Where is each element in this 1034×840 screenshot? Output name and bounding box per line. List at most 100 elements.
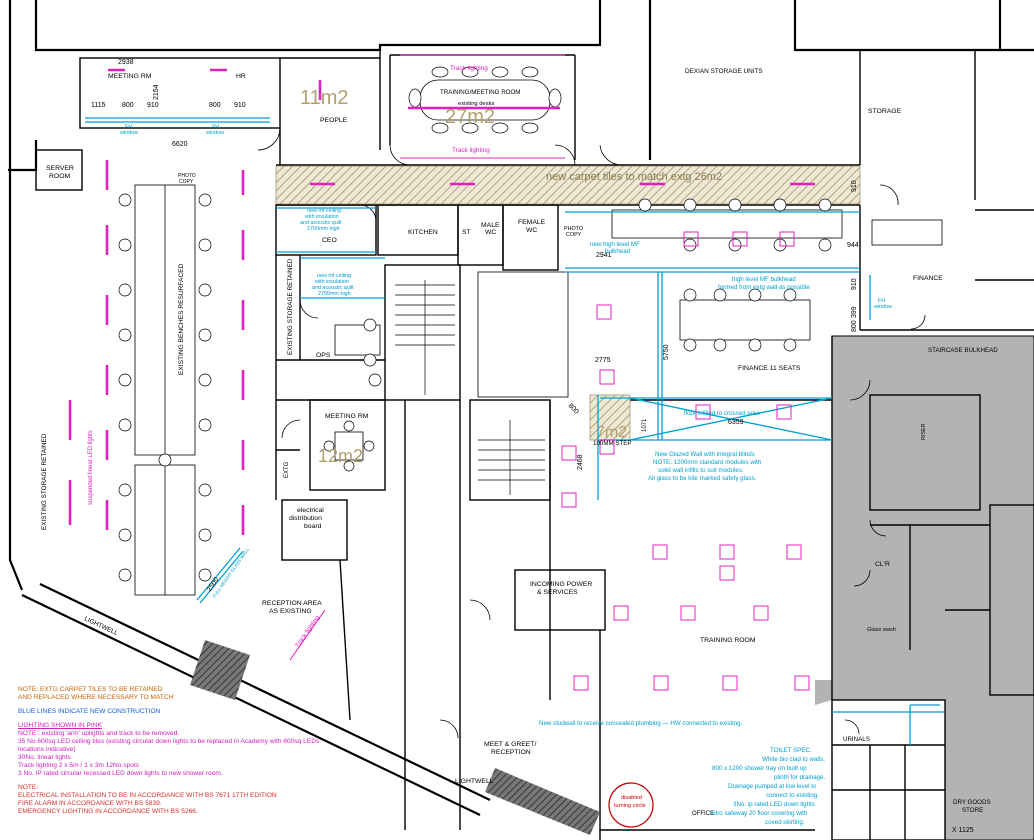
label-finance: FINANCE xyxy=(913,275,943,282)
dim-6359: 6359 xyxy=(728,419,744,426)
track-lighting-1: Track lighting xyxy=(450,65,488,72)
label-incoming-power-2: & SERVICES xyxy=(537,589,578,596)
note-lighting-6: 3 No. IP rated circular recessed LED dow… xyxy=(18,770,223,777)
label-people: PEOPLE xyxy=(320,117,348,124)
glazed-wall-1: New Glazed Wall with integral blinds xyxy=(655,451,755,458)
stairs xyxy=(395,280,545,495)
label-disabled-1: disabled xyxy=(621,795,642,801)
note-electrical-1: ELECTRICAL INSTALLATION TO BE IN ACCORDA… xyxy=(18,792,277,799)
shaded-existing-area xyxy=(815,335,1034,840)
toilet-spec-3: plinth for drainage. xyxy=(774,774,826,781)
track-lighting-2: Track lighting xyxy=(452,147,490,154)
label-ops: OPS xyxy=(316,352,331,359)
fh-window-3b: window xyxy=(873,304,892,310)
track-lighting-3: Track lighting xyxy=(294,614,322,649)
note-lighting-5: Track lighting 2 x 5m / 1 x 3m 12No spot… xyxy=(18,762,140,769)
label-glass-wash: Glass wash xyxy=(867,627,896,633)
fh-window-1: FH xyxy=(125,124,132,130)
label-photo-copy-left-1: PHOTO xyxy=(178,173,196,179)
label-riser: RISER xyxy=(921,423,927,440)
room-labels: MEETING RM HR PEOPLE TRAINING/MEETING RO… xyxy=(41,68,998,817)
dim-5750: 5750 xyxy=(663,344,670,360)
area-27m2: 27m2 xyxy=(445,106,495,128)
glazed-wall-2: NOTE: 1200mm standard modules with xyxy=(653,459,762,466)
label-training-meeting-room: TRAINING/MEETING ROOM xyxy=(440,89,520,96)
fh-window-1b: window xyxy=(119,130,138,136)
toilet-spec-7: Altro safeway 20 floor covering with xyxy=(710,810,808,817)
dim-944: 944 xyxy=(847,242,859,249)
dim-2468: 2468 xyxy=(577,454,584,470)
dim-2154: 2154 xyxy=(153,84,160,100)
label-existing-benches: EXISTING BENCHES RESURFACED xyxy=(178,263,185,375)
area-11m2: 11m2 xyxy=(300,87,349,109)
disabled-turning-circle xyxy=(608,782,654,828)
label-reception-1: RECEPTION AREA xyxy=(262,600,322,607)
label-meeting-rm-mid: MEETING RM xyxy=(325,413,369,420)
note-carpet-1: NOTE: EXTG CARPET TILES TO BE RETAINED xyxy=(18,686,163,693)
new-construction-lines xyxy=(85,117,945,745)
toilet-spec-5: connect to existing. xyxy=(766,792,819,799)
area-7m2: 7m2 xyxy=(596,424,627,441)
interior-walls xyxy=(35,50,1034,840)
label-kitchen: KITCHEN xyxy=(408,229,438,236)
label-finance-seats: FINANCE 11 SEATS xyxy=(738,365,801,372)
note-lighting-1: NOTE : existing 'arm' uplights and track… xyxy=(18,730,180,737)
mf-ceiling-2c: and acoustic quilt xyxy=(312,285,354,291)
floor-infilled: floor infilled to crossed area xyxy=(684,410,760,417)
dim-1115: 1115 xyxy=(91,102,106,109)
label-clr: CL'R xyxy=(875,561,890,568)
area-labels: 11m2 27m2 7m2 12m2 xyxy=(300,87,627,466)
area-12m2: 12m2 xyxy=(318,446,363,466)
label-female-wc-2: WC xyxy=(526,227,537,234)
label-electrical-2: distribution xyxy=(289,515,322,522)
note-lighting-title: LIGHTING SHOWN IN PINK xyxy=(18,722,102,729)
toilet-spec-4: Drainage pumped at low level to xyxy=(728,783,817,790)
dim-6620: 6620 xyxy=(172,141,188,148)
dim-1071: 1071 xyxy=(642,418,648,432)
dim-910c: 910 xyxy=(851,180,858,192)
track-lights xyxy=(289,54,565,661)
full-height-glass: FULL HEIGHT GLASS WALL xyxy=(212,546,251,598)
note-carpet-2: AND REPLACED WHERE NECESSARY TO MATCH xyxy=(18,694,174,701)
label-disabled-2: turning circle xyxy=(614,803,646,809)
label-meet-greet-2: RECEPTION xyxy=(491,749,531,756)
mf-ceiling-2b: with insulation xyxy=(314,279,349,285)
led-ceiling-tiles xyxy=(561,231,810,691)
mf-ceiling-1c: and acoustic quilt xyxy=(300,220,342,226)
note-electrical-3: EMERGENCY LIGHTING IN ACCORDANCE WITH BS… xyxy=(18,808,198,815)
label-server-room-1: SERVER xyxy=(46,165,74,172)
mf-ceiling-2a: new mf ceiling xyxy=(317,273,351,279)
linear-lights xyxy=(68,68,815,535)
mf-ceiling-2d: 2750mm high xyxy=(318,291,351,297)
bench-chairs xyxy=(118,66,832,582)
studwall-note: New studwall to receive concealed plumbi… xyxy=(539,720,743,727)
furniture xyxy=(134,79,943,596)
dim-1125: X 1125 xyxy=(952,827,974,834)
toilet-spec-8: coved skirting. xyxy=(765,819,805,826)
carpet-tiles-note: new carpet tiles to match extg 26m2 xyxy=(546,171,722,183)
toilet-spec-title: TOILET SPEC. xyxy=(770,747,812,754)
mf-ceiling-1b: with insulation xyxy=(304,214,339,220)
mf-ceiling-1d: 2700mm high xyxy=(307,226,340,232)
high-level-bulkhead-1: high level MF bulkhead xyxy=(732,276,796,283)
label-office: OFFICE xyxy=(692,811,714,817)
dim-2941: 2941 xyxy=(596,252,612,259)
glazed-wall-3: solid wall infills to suit modules. xyxy=(658,467,744,474)
note-lighting-4: 30No. linear lights xyxy=(18,754,71,761)
dim-399: 399 xyxy=(851,306,858,318)
label-st: ST xyxy=(462,229,471,236)
suspended-lights: suspended linear LED lights xyxy=(88,430,94,505)
toilet-spec-1: White bio clad to walls. xyxy=(762,756,825,763)
label-meet-greet-1: MEET & GREET/ xyxy=(484,741,536,748)
glazed-wall-4: All glass to be kite marked safety glass… xyxy=(648,475,757,482)
carpet-tiles-area xyxy=(275,165,861,205)
label-server-room-2: ROOM xyxy=(49,173,70,180)
label-electrical-3: board xyxy=(304,523,322,530)
general-notes: NOTE: EXTG CARPET TILES TO BE RETAINED A… xyxy=(18,686,458,816)
label-photo-copy-left-2: COPY xyxy=(179,179,194,185)
step: 100MM STEP xyxy=(593,440,632,447)
label-lightwell-2: LIGHTWELL xyxy=(455,778,494,785)
label-meeting-rm-top: MEETING RM xyxy=(108,73,152,80)
label-dry-goods-1: DRY GOODS xyxy=(953,799,991,806)
